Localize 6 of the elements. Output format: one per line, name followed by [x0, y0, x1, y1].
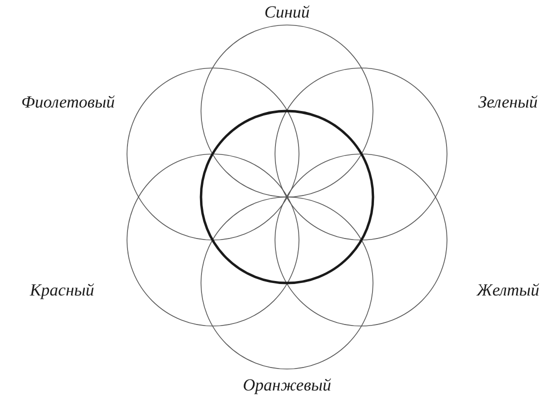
circle-label: Фиолетовый: [21, 94, 115, 110]
circle-label: Оранжевый: [242, 376, 332, 394]
circle-label: Синий: [264, 4, 310, 20]
circle-label: Зеленый: [478, 94, 538, 110]
circle-label: Желтый: [476, 282, 540, 298]
circle-label: Красный: [30, 282, 94, 298]
